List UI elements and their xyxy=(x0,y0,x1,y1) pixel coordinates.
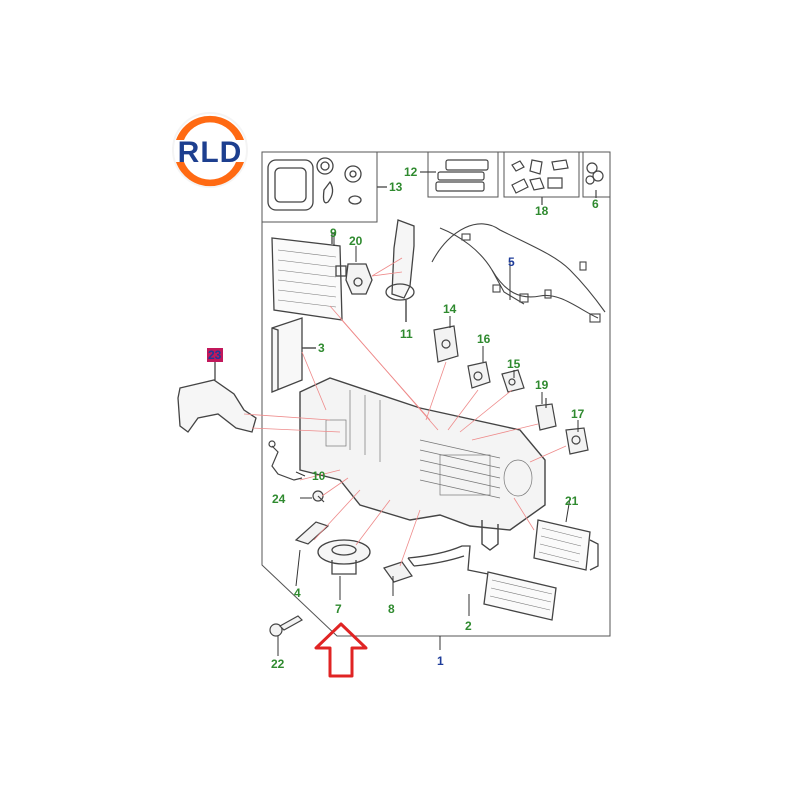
callout-24[interactable]: 24 xyxy=(272,492,286,506)
callout-6[interactable]: 6 xyxy=(592,197,599,211)
o-ring-set xyxy=(585,162,604,198)
clip-set xyxy=(511,159,569,205)
actuator-14 xyxy=(433,325,459,363)
blower-resistor xyxy=(383,561,413,583)
callout-17[interactable]: 17 xyxy=(571,407,585,421)
callout-21[interactable]: 21 xyxy=(565,494,579,508)
actuator-19 xyxy=(535,398,557,431)
temperature-sensor xyxy=(268,440,303,481)
logo-text: RLD xyxy=(178,136,243,169)
highlight-arrow-icon xyxy=(314,622,368,678)
callout-7[interactable]: 7 xyxy=(335,602,342,616)
callout-19[interactable]: 19 xyxy=(535,378,549,392)
blower-motor xyxy=(317,539,371,575)
callout-9[interactable]: 9 xyxy=(330,226,337,240)
callout-8[interactable]: 8 xyxy=(388,602,395,616)
callout-5[interactable]: 5 xyxy=(508,255,515,269)
expansion-valve xyxy=(345,263,373,295)
gasket-set xyxy=(267,157,387,211)
assembly-frame xyxy=(261,151,611,637)
actuator-16 xyxy=(467,361,491,389)
logo-ring-bottom xyxy=(176,162,244,187)
callout-4[interactable]: 4 xyxy=(294,586,301,600)
callout-11[interactable]: 11 xyxy=(400,327,413,341)
callout-14[interactable]: 14 xyxy=(443,302,457,316)
callout-labels: 13 12 18 6 9 20 5 11 14 16 15 19 17 3 23… xyxy=(207,165,599,671)
screw xyxy=(312,490,325,503)
cabin-filter xyxy=(271,317,316,393)
rld-logo: RLD xyxy=(172,112,248,188)
actuator-15 xyxy=(501,369,525,393)
callout-15[interactable]: 15 xyxy=(507,357,521,371)
callout-22[interactable]: 22 xyxy=(271,657,285,671)
heater-core xyxy=(533,519,599,571)
hvac-housing xyxy=(299,377,546,551)
bolt xyxy=(269,615,303,637)
callout-18[interactable]: 18 xyxy=(535,204,549,218)
callout-20[interactable]: 20 xyxy=(349,234,363,248)
callout-16[interactable]: 16 xyxy=(477,332,491,346)
leader-lines xyxy=(243,257,567,567)
callout-23-badge xyxy=(207,348,223,362)
refrigerant-pipe xyxy=(385,219,415,322)
callout-ticks xyxy=(277,232,579,656)
callout-10[interactable]: 10 xyxy=(312,469,326,483)
logo-ring-top xyxy=(176,115,244,140)
air-duct xyxy=(177,362,257,433)
callout-2[interactable]: 2 xyxy=(465,619,472,633)
control-module xyxy=(294,521,330,545)
evaporator-core xyxy=(271,232,347,321)
wiring-harness xyxy=(431,223,606,323)
heater-matrix xyxy=(407,545,557,621)
callout-1[interactable]: 1 xyxy=(437,654,444,668)
callout-3[interactable]: 3 xyxy=(318,341,325,355)
callout-23[interactable]: 23 xyxy=(208,348,222,362)
callout-12[interactable]: 12 xyxy=(404,165,418,179)
seal-set xyxy=(420,159,489,192)
actuator-17 xyxy=(565,427,589,455)
callout-13[interactable]: 13 xyxy=(389,180,403,194)
